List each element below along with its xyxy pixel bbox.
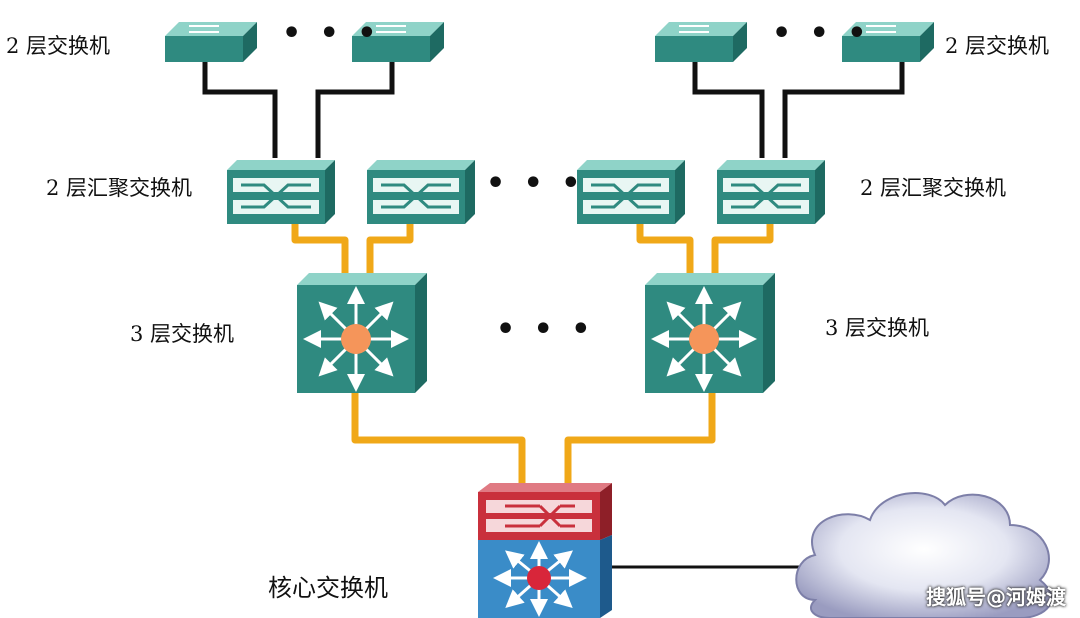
l3-switch-1 (297, 273, 427, 393)
label-l2-switch-left: 2 层交换机 (6, 34, 111, 58)
link-l3-right-to-core (564, 390, 716, 488)
agg-switch-2 (367, 160, 475, 224)
l3-hub-1 (341, 324, 371, 354)
label-l3-switch-left: 3 层交换机 (130, 322, 235, 346)
access-links (202, 60, 905, 158)
link-agg-3-to-l3-right (636, 212, 694, 275)
internet-cloud (795, 492, 1053, 618)
core-switch (478, 483, 612, 618)
label-l3-switch-right: 3 层交换机 (825, 316, 930, 340)
l2-switch-1 (165, 22, 257, 62)
l2-switch-2 (352, 22, 444, 62)
label-agg-switch-right: 2 层汇聚交换机 (860, 176, 1007, 200)
agg-switch-3 (577, 160, 685, 224)
link-l2-a-to-agg-1 (202, 60, 278, 158)
watermark: 搜狐号@河姆渡 (926, 585, 1066, 609)
link-l3-left-to-core (351, 390, 526, 488)
access-switch-group (165, 22, 934, 62)
label-core-switch: 核心交换机 (268, 574, 388, 602)
link-l2-c-to-agg-4 (692, 60, 765, 158)
agg-switch-4 (717, 160, 825, 224)
ellipsis-l2-right: • • • (772, 16, 871, 51)
label-agg-switch-left: 2 层汇聚交换机 (46, 176, 193, 200)
link-agg-1-to-l3-left (291, 212, 349, 275)
ellipsis-l2-left: • • • (282, 16, 381, 51)
ellipsis-l3: • • • (496, 312, 595, 347)
core-hub (527, 566, 551, 590)
l3-hub-2 (689, 324, 719, 354)
link-agg-4-to-l3-right (711, 212, 774, 275)
l2-switch-3 (655, 22, 747, 62)
label-l2-switch-right: 2 层交换机 (945, 34, 1050, 58)
layer3-switch-group (297, 273, 775, 393)
l2-switch-4 (842, 22, 934, 62)
l3-switch-2 (645, 273, 775, 393)
ellipsis-agg: • • • (486, 166, 585, 201)
uplink-links (291, 212, 774, 488)
aggregation-switch-group (227, 160, 825, 224)
link-l2-b-to-agg-1 (315, 60, 395, 158)
link-l2-d-to-agg-4 (782, 60, 905, 158)
agg-switch-1 (227, 160, 335, 224)
link-agg-2-to-l3-left (366, 212, 414, 275)
